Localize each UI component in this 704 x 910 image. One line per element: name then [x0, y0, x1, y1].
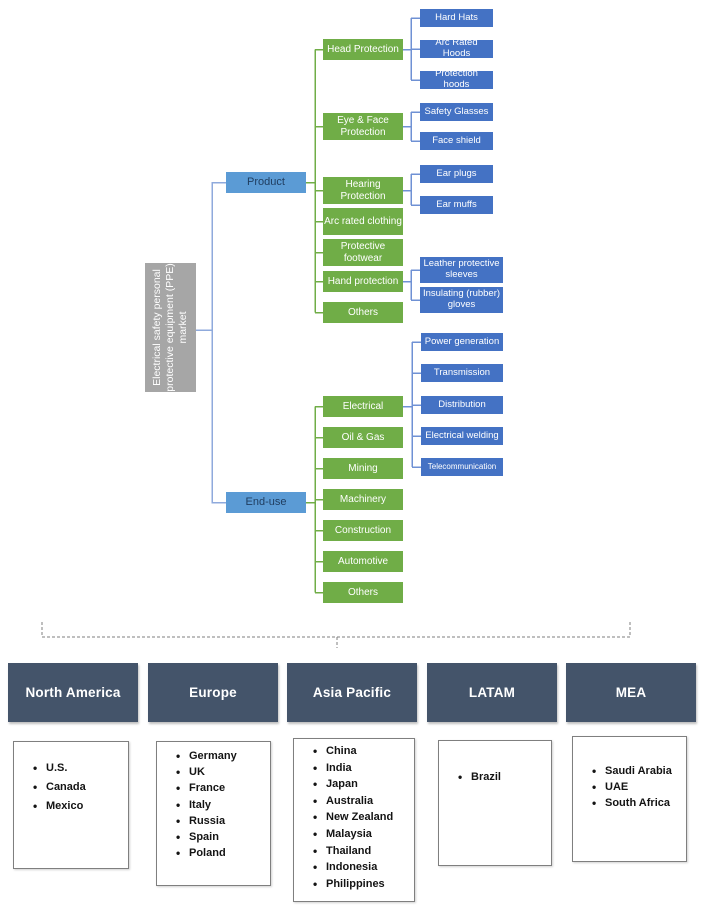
country-item: India — [313, 760, 412, 777]
country-item: Philippines — [313, 876, 412, 893]
subsegment-power-generation: Power generation — [421, 333, 503, 351]
country-item: Spain — [176, 829, 268, 845]
segment-end-use-others: Others — [323, 582, 403, 603]
segment-hearing-protection: Hearing Protection — [323, 177, 403, 204]
region-header-europe: Europe — [148, 663, 278, 722]
connector-electrical-children — [403, 341, 421, 468]
country-item: Thailand — [313, 843, 412, 860]
region-header-latam: LATAM — [427, 663, 557, 722]
subsegment-hard-hats: Hard Hats — [420, 9, 493, 27]
country-item: Mexico — [33, 797, 126, 816]
country-item: Japan — [313, 776, 412, 793]
subsegment-arc-rated-hoods: Arc Rated Hoods — [420, 38, 493, 59]
segment-machinery: Machinery — [323, 489, 403, 510]
country-item: Australia — [313, 793, 412, 810]
subsegment-face-shield: Face shield — [420, 132, 493, 150]
region-list-latam: Brazil — [438, 740, 552, 866]
segment-automotive: Automotive — [323, 551, 403, 572]
branch-product-label: Product — [247, 176, 285, 189]
connector-eye-face-children — [403, 111, 420, 142]
segment-arc-rated-clothing: Arc rated clothing — [323, 208, 403, 235]
subsegment-ear-plugs: Ear plugs — [420, 165, 493, 183]
connector-product-segments — [306, 48, 323, 314]
country-item: France — [176, 780, 268, 796]
region-header-mea: MEA — [566, 663, 696, 722]
root-label: Electrical safety personal protective eq… — [151, 263, 189, 392]
country-item: Poland — [176, 845, 268, 861]
country-item: China — [313, 743, 412, 760]
region-list-north-america: U.S. Canada Mexico — [13, 741, 129, 869]
root-node: Electrical safety personal protective eq… — [145, 263, 196, 392]
connector-hearing-children — [403, 173, 420, 206]
country-item: Brazil — [458, 768, 549, 787]
segment-mining: Mining — [323, 458, 403, 479]
subsegment-telecommunication: Telecommunication — [421, 458, 503, 476]
subsegment-leather-protective-sleeves: Leather protective sleeves — [420, 257, 503, 283]
subsegment-electrical-welding: Electrical welding — [421, 427, 503, 445]
segment-head-protection: Head Protection — [323, 39, 403, 60]
country-item: New Zealand — [313, 809, 412, 826]
region-header-north-america: North America — [8, 663, 138, 722]
region-list-mea: Saudi Arabia UAE South Africa — [572, 736, 687, 862]
country-item: Canada — [33, 778, 126, 797]
country-item: Italy — [176, 797, 268, 813]
segment-construction: Construction — [323, 520, 403, 541]
country-item: U.S. — [33, 759, 126, 778]
country-item: Russia — [176, 813, 268, 829]
region-list-asia-pacific: China India Japan Australia New Zealand … — [293, 738, 415, 902]
country-item: UK — [176, 764, 268, 780]
country-item: Indonesia — [313, 859, 412, 876]
country-item: Malaysia — [313, 826, 412, 843]
subsegment-safety-glasses: Safety Glasses — [420, 103, 493, 121]
bracket-regions — [41, 622, 631, 648]
branch-end-use: End-use — [226, 492, 306, 513]
region-header-asia-pacific: Asia Pacific — [287, 663, 417, 722]
segment-oil-gas: Oil & Gas — [323, 427, 403, 448]
country-item: Saudi Arabia — [592, 763, 684, 779]
subsegment-insulating-rubber-gloves: Insulating (rubber) gloves — [420, 287, 503, 313]
subsegment-transmission: Transmission — [421, 364, 503, 382]
subsegment-protection-hoods: Protection hoods — [420, 69, 493, 90]
segment-hand-protection: Hand protection — [323, 271, 403, 292]
connector-hand-protection-children — [403, 269, 420, 301]
connector-end-use-segments — [306, 405, 323, 594]
branch-end-use-label: End-use — [245, 496, 287, 509]
country-item: Germany — [176, 748, 268, 764]
segment-electrical: Electrical — [323, 396, 403, 417]
connector-root-branches — [196, 181, 226, 504]
connector-head-protection-children — [403, 17, 420, 81]
segment-product-others: Others — [323, 302, 403, 323]
subsegment-ear-muffs: Ear muffs — [420, 196, 493, 214]
region-list-europe: Germany UK France Italy Russia Spain Pol… — [156, 741, 271, 886]
subsegment-distribution: Distribution — [421, 396, 503, 414]
country-item: UAE — [592, 779, 684, 795]
segment-eye-face-protection: Eye & Face Protection — [323, 113, 403, 140]
segment-protective-footwear: Protective footwear — [323, 239, 403, 266]
country-item: South Africa — [592, 795, 684, 811]
branch-product: Product — [226, 172, 306, 193]
